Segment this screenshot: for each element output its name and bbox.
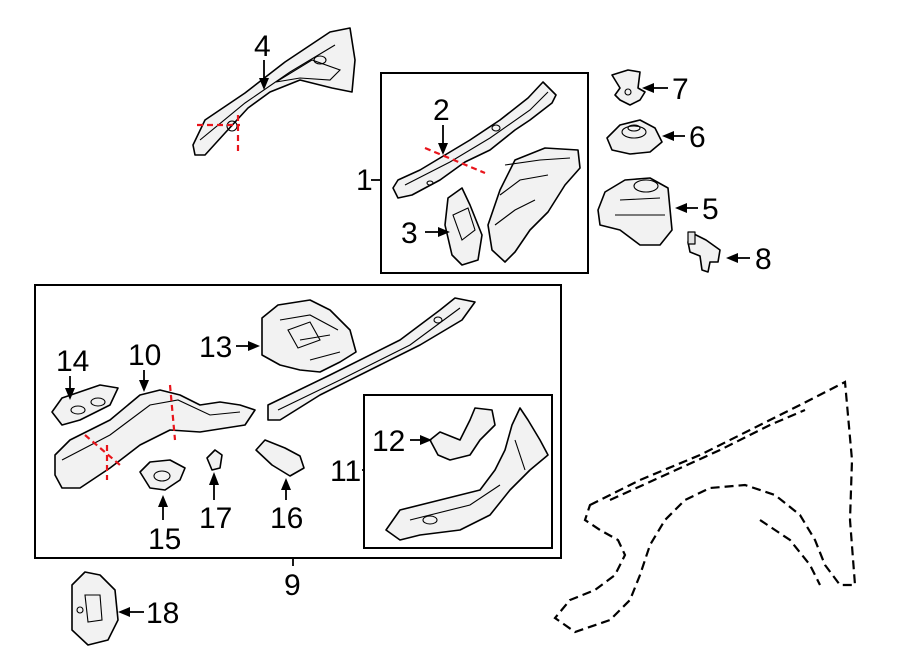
callout-17: 17 bbox=[199, 502, 232, 535]
part-12 bbox=[429, 407, 496, 461]
callout-6: 6 bbox=[689, 121, 706, 154]
part-10 bbox=[54, 384, 256, 489]
callout-9: 9 bbox=[284, 569, 301, 602]
part-11 bbox=[385, 407, 549, 541]
part-7 bbox=[611, 69, 646, 106]
callout-10: 10 bbox=[128, 339, 161, 372]
part-8 bbox=[687, 231, 721, 273]
part-4 bbox=[192, 27, 356, 156]
group-box-1 bbox=[380, 72, 589, 274]
callout-11: 11 bbox=[330, 455, 361, 488]
callout-1: 1 bbox=[356, 164, 373, 197]
part-9-rail bbox=[267, 297, 476, 421]
part-15 bbox=[139, 459, 186, 491]
part-14 bbox=[51, 384, 119, 426]
part-17 bbox=[206, 449, 223, 471]
callout-7: 7 bbox=[672, 73, 689, 106]
part-13 bbox=[261, 299, 357, 373]
fender-outline bbox=[553, 380, 857, 634]
part-2 bbox=[392, 81, 557, 199]
callout-8: 8 bbox=[755, 243, 772, 276]
callout-15: 15 bbox=[148, 523, 181, 556]
callout-2: 2 bbox=[433, 94, 450, 127]
callout-5: 5 bbox=[702, 193, 719, 226]
callout-4: 4 bbox=[254, 30, 271, 63]
callout-13: 13 bbox=[199, 331, 232, 364]
callout-16: 16 bbox=[270, 502, 303, 535]
part-5 bbox=[597, 177, 673, 246]
callout-12: 12 bbox=[372, 425, 405, 458]
group-box-9 bbox=[34, 284, 562, 559]
part-18 bbox=[71, 571, 119, 646]
callout-18: 18 bbox=[146, 597, 179, 630]
callout-14: 14 bbox=[56, 345, 89, 378]
part-16 bbox=[255, 439, 305, 477]
callout-3: 3 bbox=[401, 217, 418, 250]
part-6 bbox=[606, 119, 663, 155]
group-box-11 bbox=[363, 394, 553, 549]
leaders bbox=[65, 60, 750, 617]
part-1-wheelhouse bbox=[487, 147, 581, 263]
part-3 bbox=[444, 187, 483, 266]
